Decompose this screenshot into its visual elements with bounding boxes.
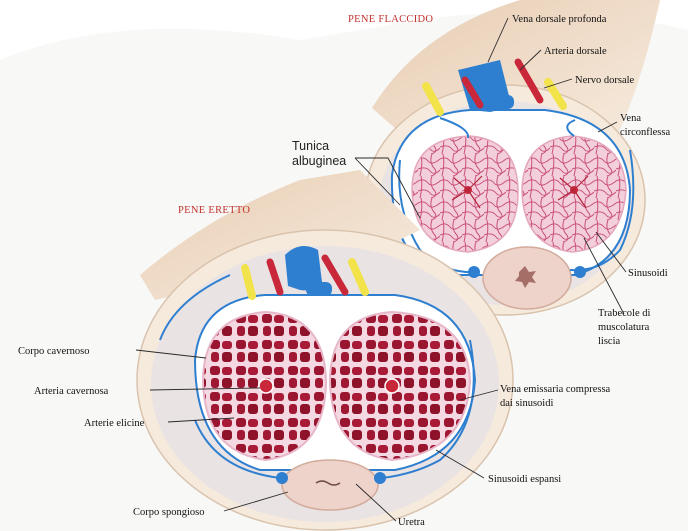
title-flaccid: PENE FLACCIDO	[348, 14, 433, 25]
label-emissary-vein-line2: dai sinusoidi	[500, 398, 553, 409]
label-sinusoids: Sinusoidi	[628, 268, 668, 279]
label-trabeculae-line2: muscolatura	[598, 322, 650, 333]
label-emissary-vein-line1: Vena emissaria compressa	[500, 384, 611, 395]
label-helicine-arteries: Arterie elicine	[84, 418, 145, 429]
title-erect: PENE ERETTO	[178, 205, 250, 216]
label-dorsal-nerve: Nervo dorsale	[575, 75, 635, 86]
flaccid-vein-small-right	[574, 266, 586, 278]
label-deep-dorsal-vein: Vena dorsale profonda	[512, 14, 607, 25]
erect-corpus-spongiosum	[282, 460, 378, 510]
label-urethra: Uretra	[398, 517, 425, 528]
label-circumflex-vein-line1: Vena	[620, 113, 641, 124]
label-trabeculae-line1: Trabecole di	[598, 308, 650, 319]
label-trabeculae-line3: liscia	[598, 336, 620, 347]
label-dorsal-artery: Arteria dorsale	[544, 46, 607, 57]
erect-dorsal-vein-section	[306, 282, 332, 296]
flaccid-dorsal-vein-section	[488, 95, 514, 109]
label-corpus-cavernosum: Corpo cavernoso	[18, 346, 89, 357]
label-circumflex-vein-line2: circonflessa	[620, 127, 670, 138]
flaccid-corpus-cavernosum-left	[412, 136, 518, 252]
erect-cavernous-artery-left	[259, 379, 273, 393]
label-cavernous-artery: Arteria cavernosa	[34, 386, 109, 397]
label-corpus-spongiosum: Corpo spongioso	[133, 507, 204, 518]
label-tunica-line1: Tunica	[292, 139, 329, 153]
label-tunica-line2: albuginea	[292, 154, 346, 168]
label-expanded-sinusoids: Sinusoidi espansi	[488, 474, 561, 485]
erect-cavernous-artery-right	[385, 379, 399, 393]
